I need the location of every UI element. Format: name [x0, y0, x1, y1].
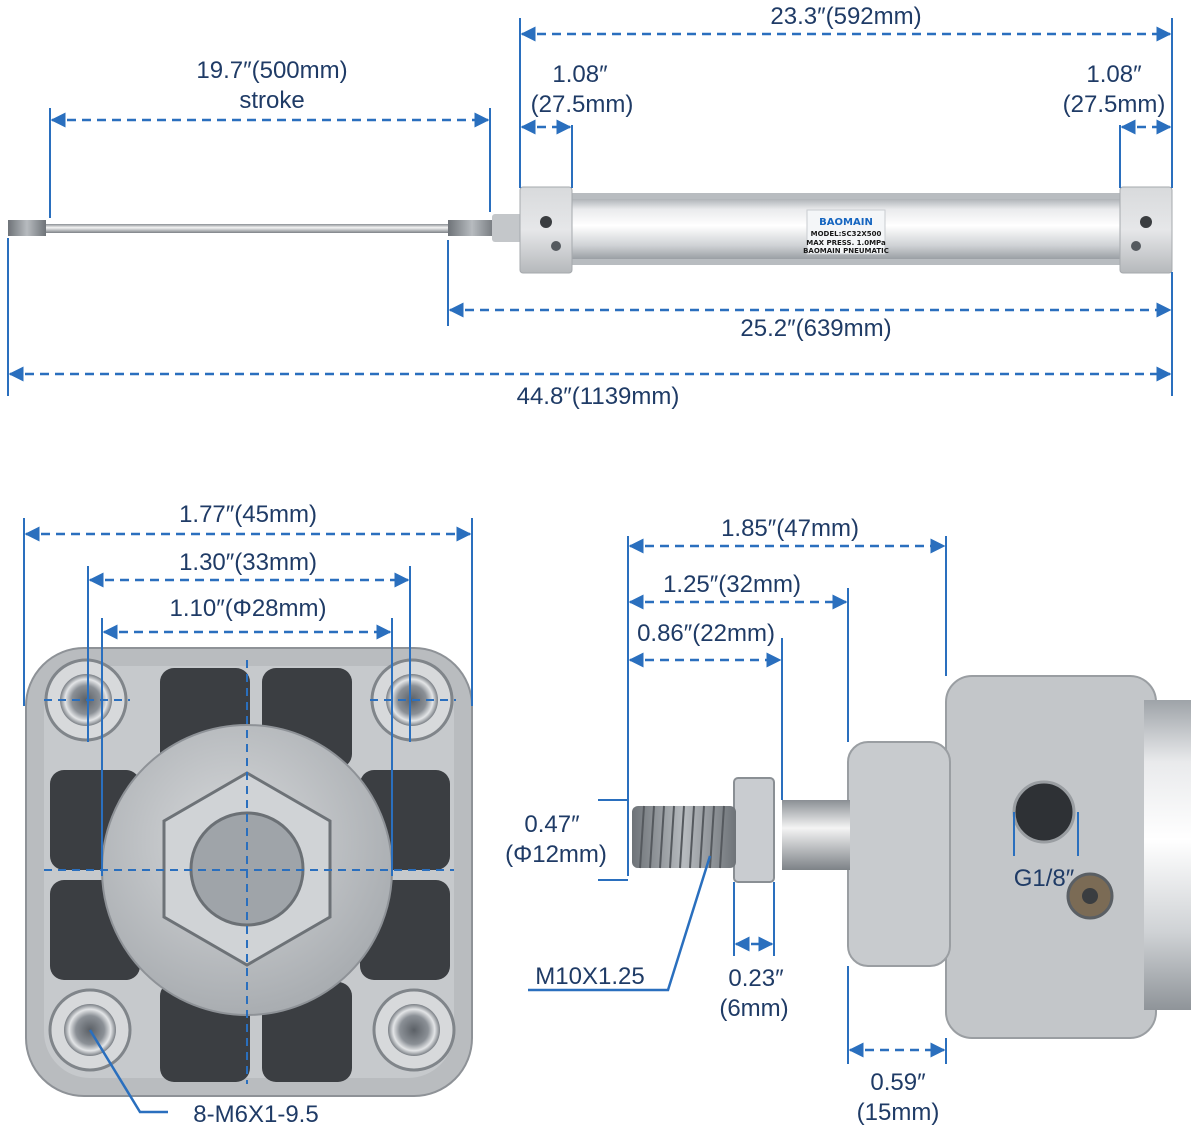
front-screw-icon [551, 241, 561, 251]
rear-screw-icon [1131, 241, 1141, 251]
tie-rod-top [570, 193, 1122, 199]
port-size-label: G1/8″ [1014, 865, 1075, 892]
barrel-stub [1144, 700, 1191, 1010]
rod-thread-spec-label: M10X1.25 [535, 963, 644, 990]
rod-total-length-label: 1.85″(47mm) [721, 515, 859, 542]
stroke-value-label: 19.7″(500mm) [196, 57, 347, 84]
left-cap-mm-label: (27.5mm) [531, 91, 634, 118]
nut-width-mm-label: (6mm) [719, 995, 788, 1022]
end-view: 1.77″(45mm) 1.30″(33mm) 1.10″(Φ28mm) 8-M… [23, 501, 473, 1128]
rod-nut [733, 777, 775, 883]
overall-length-label: 23.3″(592mm) [770, 3, 921, 30]
rod-thread-length-label: 0.86″(22mm) [637, 620, 775, 647]
right-cap-mm-label: (27.5mm) [1063, 91, 1166, 118]
rod-diameter-mm-label: (Φ12mm) [505, 841, 607, 868]
piston-rod [44, 224, 454, 233]
side-view: BAOMAIN MODEL:SC32X500 MAX PRESS. 1.0MPa… [7, 3, 1173, 410]
rod-thread-near-body [448, 220, 496, 236]
stroke-caption: stroke [239, 87, 304, 114]
front-port-icon [540, 216, 552, 228]
bore-label: 1.10″(Φ28mm) [169, 595, 326, 622]
boss-length-mm-label: (15mm) [857, 1099, 940, 1126]
nut-width-inch-label: 0.23″ [728, 965, 784, 992]
right-cap-inch-label: 1.08″ [1086, 61, 1142, 88]
label-maker: BAOMAIN PNEUMATIC [803, 247, 889, 255]
boss-length-inch-label: 0.59″ [870, 1069, 926, 1096]
end-width-label: 1.77″(45mm) [179, 501, 317, 528]
rear-port-icon [1140, 216, 1152, 228]
front-end-cap [519, 186, 573, 274]
rod-gland [492, 214, 522, 242]
port-hole-icon [1012, 780, 1076, 844]
rod-detail-view: 1.85″(47mm) 1.25″(32mm) 0.86″(22mm) 0.47… [505, 515, 1191, 1126]
tie-rod-bottom [570, 259, 1122, 265]
mount-thread-label: 8-M6X1-9.5 [193, 1101, 318, 1128]
total-extended-label: 44.8″(1139mm) [517, 383, 680, 410]
label-model: MODEL:SC32X500 [811, 230, 882, 238]
label-brand: BAOMAIN [819, 217, 873, 228]
rod-end-thread [8, 220, 46, 236]
rod-mid-length-label: 1.25″(32mm) [663, 571, 801, 598]
body-with-thread-label: 25.2″(639mm) [740, 315, 891, 342]
rod-boss-side [847, 741, 951, 967]
head-block [945, 675, 1157, 1039]
bolt-spacing-label: 1.30″(33mm) [179, 549, 317, 576]
rod-shank [782, 800, 850, 870]
rear-end-cap [1119, 186, 1173, 274]
label-plate [806, 209, 886, 255]
rod-diameter-inch-label: 0.47″ [524, 811, 580, 838]
left-cap-inch-label: 1.08″ [552, 61, 608, 88]
label-pressure: MAX PRESS. 1.0MPa [806, 239, 886, 247]
